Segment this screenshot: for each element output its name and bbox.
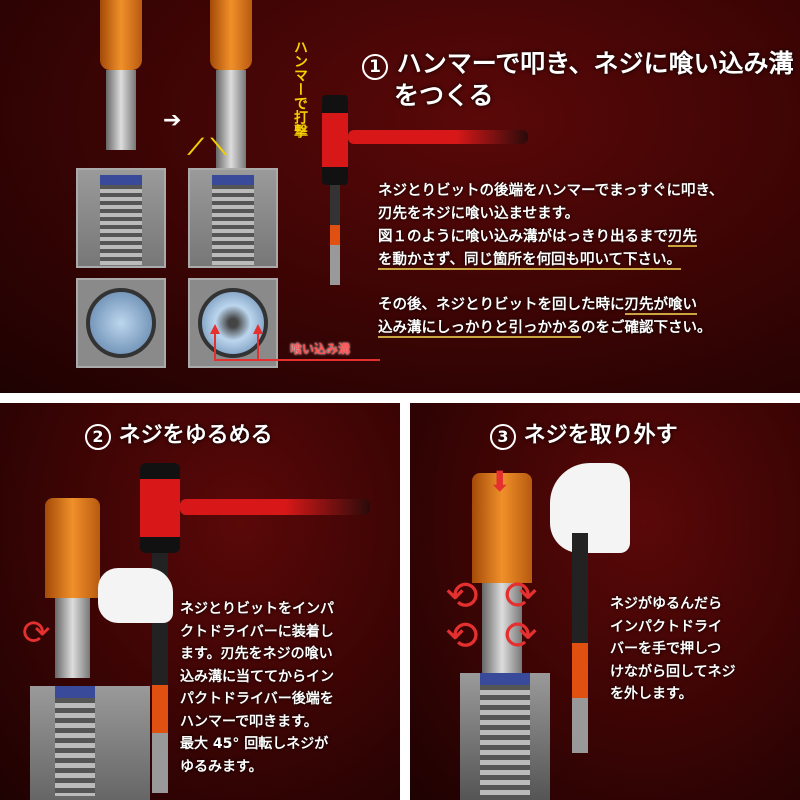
text-line: ます。刃先をネジの喰い: [180, 646, 333, 662]
text-line-underlined: を動かさず、同じ箇所を何回も叩いて下さい。: [378, 252, 682, 270]
text-line: パクトドライバー後端を: [180, 691, 334, 707]
step3-title-text: ネジを取り外す: [523, 423, 678, 448]
step1-title: 1 ハンマーで叩き、ネジに喰い込み溝 をつくる: [362, 48, 793, 112]
text-line: バーを手で押しつ: [610, 641, 722, 657]
step1-title-line2: をつくる: [394, 81, 494, 110]
step2-panel: 2 ネジをゆるめる ⟳ ネジとりビットをインパ クトドライバーに装着し ます。刃…: [0, 403, 400, 800]
screw-thread: [100, 175, 142, 265]
bit-handle: [45, 498, 100, 598]
bit-shaft-before: [106, 70, 136, 150]
text-line: 図１のように喰い込み溝がはっきり出るまで: [378, 229, 668, 245]
text-line: クトドライバーに装着し: [180, 623, 334, 640]
step2-title-text: ネジをゆるめる: [118, 423, 273, 448]
hand-icon: [550, 463, 630, 553]
rotate-arrow-icon: ⟲ ⟳: [445, 573, 538, 619]
push-down-arrow-icon: ⬇: [488, 465, 512, 498]
text-line: けながら回してネジ: [610, 663, 736, 680]
step3-title: 3 ネジを取り外す: [490, 421, 678, 451]
step-number-badge: 3: [490, 424, 516, 450]
text-line: を外します。: [610, 686, 693, 702]
text-line: 刃先をネジに喰い込ませます。: [378, 206, 580, 222]
step1-description: ネジとりビットの後端をハンマーでまっすぐに叩き、 刃先をネジに喰い込ませます。 …: [378, 180, 724, 340]
text-line: ネジがゆるんだら: [610, 596, 722, 612]
text-line: 最大 45° 回転しネジが: [180, 736, 329, 752]
step1-panel: ➔ ⟋ ⟍ 喰い込み溝 ハンマーで打撃 1 ハンマーで叩き、ネジに喰い込み溝 を…: [0, 0, 800, 393]
impact-driver-bit: [330, 185, 340, 285]
screw-thread: [480, 673, 530, 800]
text-line: のをご確認下さい。: [581, 320, 712, 336]
step-number-badge: 2: [85, 424, 111, 450]
hammer-handle: [180, 499, 370, 515]
impact-driver: [572, 533, 588, 753]
step2-title: 2 ネジをゆるめる: [85, 421, 273, 451]
step2-description: ネジとりビットをインパ クトドライバーに装着し ます。刃先をネジの喰い 込み溝に…: [180, 598, 334, 778]
bit-handle-after: [210, 0, 252, 70]
bit-shaft: [55, 598, 90, 678]
arrow-right-icon: ➔: [163, 108, 182, 133]
rotate-arrow-icon: ⟳: [22, 613, 51, 653]
text-line: ハンマーで叩きます。: [180, 713, 318, 730]
impact-lines-icon: ⟋ ⟍: [188, 135, 227, 160]
step3-panel: 3 ネジを取り外す ⬇ ⟲ ⟳ ⟲ ⟳ ネジがゆるんだら インパクトドライ バー…: [410, 403, 800, 800]
hammer-head: [140, 463, 180, 553]
screw-head-after: [198, 288, 268, 358]
bit-shaft: [482, 583, 522, 673]
screw-thread: [55, 686, 95, 796]
vertical-hammer-label: ハンマーで打撃: [292, 40, 308, 138]
text-line-underlined: 込み溝にしっかりと引っかかる: [378, 320, 581, 338]
hammer-handle: [348, 130, 528, 144]
step-number-badge: 1: [362, 54, 388, 80]
groove-pointer-arrows: [210, 324, 380, 361]
rotate-arrow-icon: ⟲ ⟳: [445, 613, 538, 659]
hammer-head: [322, 95, 348, 185]
bit-handle: [472, 473, 532, 583]
groove-label: 喰い込み溝: [290, 342, 351, 356]
text-line: ネジとりビットをインパ: [180, 601, 334, 617]
bit-handle-before: [100, 0, 142, 70]
screw-thread: [212, 175, 254, 265]
text-line: 込み溝に当ててからイン: [180, 668, 334, 685]
step3-description: ネジがゆるんだら インパクトドライ バーを手で押しつ けながら回してネジ を外し…: [610, 593, 736, 706]
text-line: ネジとりビットの後端をハンマーでまっすぐに叩き、: [378, 183, 724, 199]
text-line: その後、ネジとりビットを回した時に: [378, 297, 625, 313]
screw-head-before: [86, 288, 156, 358]
bit-shaft-after: [216, 70, 246, 170]
step1-title-line1: ハンマーで叩き、ネジに喰い込み溝: [396, 49, 794, 78]
hand-icon: [98, 568, 173, 623]
text-line-underlined: 刃先: [668, 229, 697, 247]
text-line: ゆるみます。: [180, 758, 263, 775]
text-line: インパクトドライ: [610, 618, 722, 635]
text-line-underlined: 刃先が喰い: [624, 297, 697, 315]
